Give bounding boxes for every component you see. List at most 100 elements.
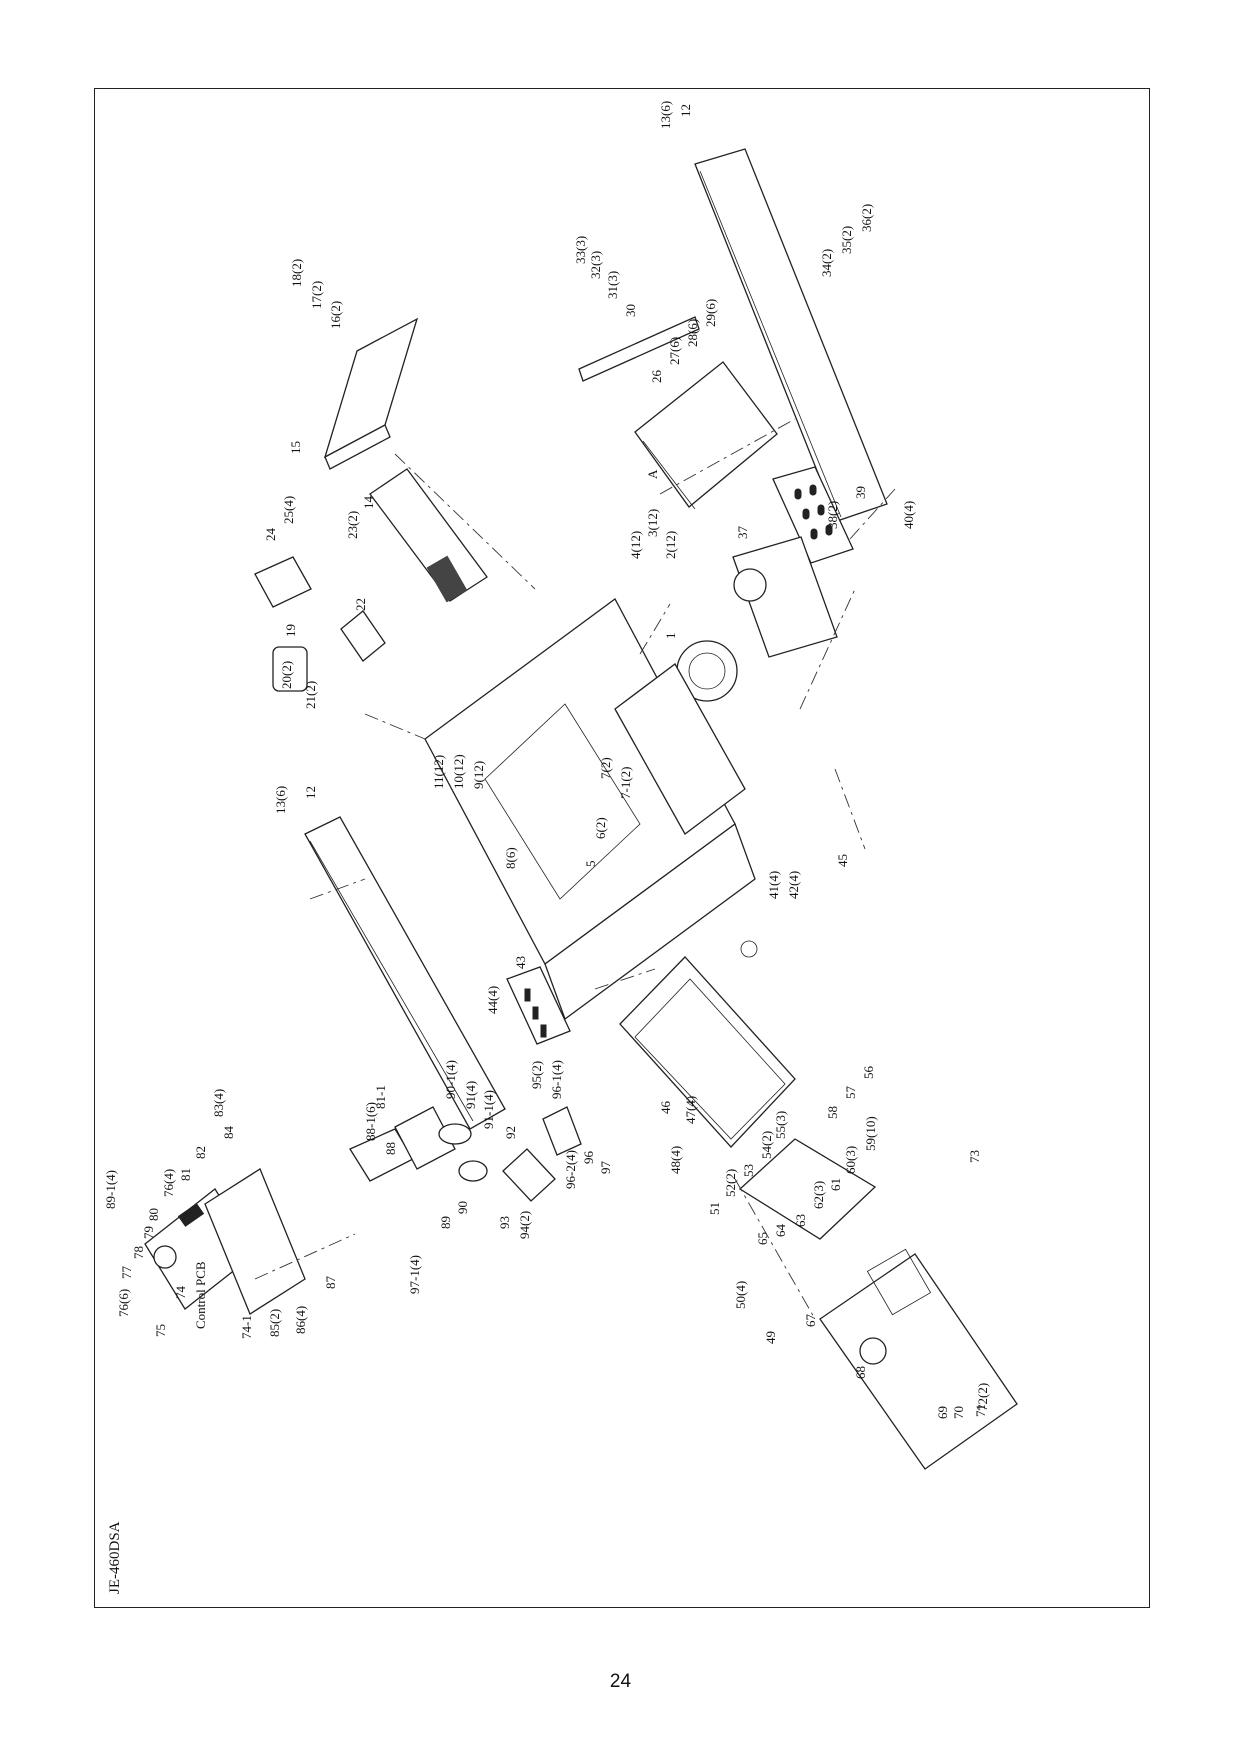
callout-label: 10(12) xyxy=(451,754,466,789)
callout-label: 96-1(4) xyxy=(549,1060,564,1099)
callout-label: 58 xyxy=(825,1106,840,1119)
callout-label: 68 xyxy=(853,1366,868,1379)
callout-label: 91(4) xyxy=(463,1081,478,1109)
callout-label: 47(4) xyxy=(683,1096,698,1124)
callout-label: 33(3) xyxy=(573,236,588,264)
callout-label: 52(2) xyxy=(723,1169,738,1197)
callout-label: 11(12) xyxy=(431,755,446,789)
callout-label: 78 xyxy=(131,1246,146,1259)
callout-label: 7(2) xyxy=(598,757,613,779)
callout-label: 3(12) xyxy=(645,509,660,537)
callout-label: 97-1(4) xyxy=(407,1255,422,1294)
callout-label: 17(2) xyxy=(309,281,324,309)
callout-label: 14 xyxy=(361,496,376,510)
callout-label: 89 xyxy=(438,1216,453,1229)
callout-label: 31(3) xyxy=(605,271,620,299)
callout-label: 87 xyxy=(323,1276,338,1290)
callout-label: 62(3) xyxy=(811,1181,826,1209)
callout-label: 75 xyxy=(153,1324,168,1337)
callout-label: 94(2) xyxy=(517,1211,532,1239)
vented-plate xyxy=(506,966,571,1045)
callout-label: 49 xyxy=(763,1331,778,1344)
callout-label: 86(4) xyxy=(293,1306,308,1334)
callout-label: 1 xyxy=(663,633,678,640)
callout-label: 28(6) xyxy=(685,319,700,347)
callout-label: 12 xyxy=(303,786,318,799)
callout-label: 34(2) xyxy=(819,249,834,277)
callout-label: 30 xyxy=(623,304,638,317)
oven-chassis xyxy=(424,598,756,1021)
callout-label: 50(4) xyxy=(733,1281,748,1309)
callout-label: 20(2) xyxy=(279,661,294,689)
callout-label: 77 xyxy=(119,1266,134,1280)
callout-label: 51 xyxy=(707,1202,722,1215)
callout-label: 96-2(4) xyxy=(563,1150,578,1189)
base-plate xyxy=(819,1248,1018,1470)
callout-label: 7-1(2) xyxy=(618,767,633,800)
callout-label: 53 xyxy=(741,1164,756,1177)
callout-label: 67 xyxy=(803,1314,818,1328)
callout-label: 5 xyxy=(583,861,598,868)
callout-label: 90-1(4) xyxy=(443,1060,458,1099)
page-number: 24 xyxy=(609,1671,632,1692)
fan-assembly xyxy=(254,556,386,692)
callout-label: 83(4) xyxy=(211,1089,226,1117)
callout-label: 13(6) xyxy=(658,101,673,129)
callout-label: 36(2) xyxy=(859,204,874,232)
callout-label: 64 xyxy=(773,1224,788,1238)
callout-label: 44(4) xyxy=(485,986,500,1014)
top-shelf xyxy=(323,317,419,470)
callout-label: 90 xyxy=(455,1201,470,1214)
callout-label: 26 xyxy=(649,370,664,384)
callout-label: 95(2) xyxy=(529,1061,544,1089)
model-label: JE-460DSA xyxy=(107,1521,123,1594)
callout-label: 70 xyxy=(951,1406,966,1419)
callout-label: 69 xyxy=(935,1406,950,1419)
callout-label: 15 xyxy=(288,441,303,454)
callout-label: 18(2) xyxy=(289,259,304,287)
callout-label: 74-1 xyxy=(239,1315,254,1339)
callout-label: 57 xyxy=(843,1086,858,1100)
callout-label: 72(2) xyxy=(975,1383,990,1411)
callout-label: 4(12) xyxy=(628,531,643,559)
rear-cover xyxy=(634,361,778,510)
callout-label: 96 xyxy=(581,1151,596,1165)
callout-label: 23(2) xyxy=(345,511,360,539)
callout-label: 91-1(4) xyxy=(481,1090,496,1129)
callout-label: 13(6) xyxy=(273,786,288,814)
callout-label: 92 xyxy=(503,1126,518,1139)
callout-label: 2(12) xyxy=(663,531,678,559)
callout-label: 73 xyxy=(967,1150,982,1163)
callout-label: 54(2) xyxy=(759,1131,774,1159)
control-panel-unit xyxy=(144,1168,306,1315)
callout-label: 55(3) xyxy=(773,1111,788,1139)
side-panel-right xyxy=(694,148,888,522)
callout-label: 89-1(4) xyxy=(103,1170,118,1209)
callout-label: 39 xyxy=(853,486,868,499)
callout-label: 88 xyxy=(383,1142,398,1155)
callout-label: 76(4) xyxy=(161,1169,176,1197)
perforated-plate xyxy=(772,466,854,564)
callout-label: 37 xyxy=(735,526,750,540)
callout-label: 76(6) xyxy=(116,1289,131,1317)
callout-label: 65 xyxy=(755,1232,770,1245)
callout-label: 56 xyxy=(861,1066,876,1080)
callout-label: 27(6) xyxy=(667,337,682,365)
side-panel-left xyxy=(304,816,506,1130)
callout-label: 60(3) xyxy=(843,1146,858,1174)
callout-label: 59(10) xyxy=(863,1116,878,1151)
fan-motor-subassembly xyxy=(349,1106,582,1202)
callout-label: 40(4) xyxy=(901,501,916,529)
callout-label: 22 xyxy=(353,598,368,611)
callout-label: 38(2) xyxy=(825,501,840,529)
callout-label: 61 xyxy=(828,1178,843,1191)
callout-label: 48(4) xyxy=(668,1146,683,1174)
callout-label: 82 xyxy=(193,1146,208,1159)
callout-label: 81 xyxy=(178,1168,193,1181)
heater-box xyxy=(369,468,488,603)
callout-label: 71 xyxy=(973,1404,988,1417)
callout-label: 8(6) xyxy=(503,847,518,869)
callout-label: 63 xyxy=(793,1214,808,1227)
